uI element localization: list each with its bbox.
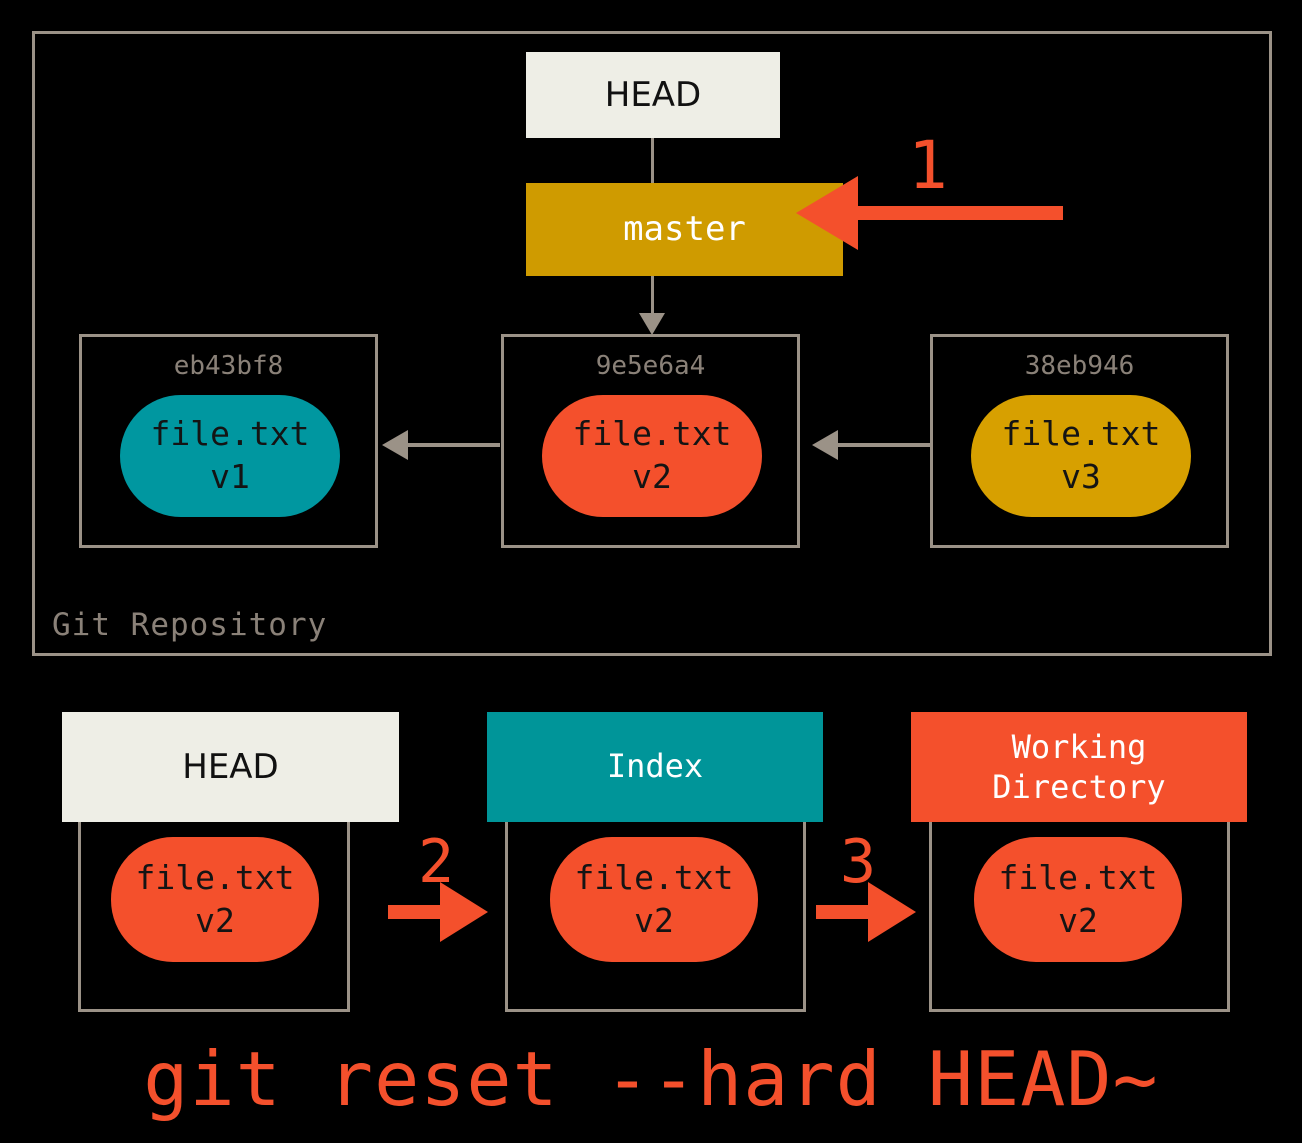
area-blob-filename-working-directory: file.txt: [998, 857, 1158, 897]
master-to-commit-arrowhead: [639, 313, 665, 335]
area-blob-filename-index: file.txt: [574, 857, 734, 897]
area-header-label-index: Index: [606, 747, 704, 786]
area-blob-head: file.txt v2: [111, 837, 319, 962]
area-header-label-working-line1: Working: [1011, 728, 1147, 766]
head-to-master-line: [651, 138, 654, 183]
area-blob-working-directory: file.txt v2: [974, 837, 1182, 962]
area-header-working-directory[interactable]: Working Directory: [911, 712, 1247, 822]
area-header-head[interactable]: HEAD: [62, 712, 399, 822]
git-repository-frame: [32, 31, 1272, 656]
commit-blob-v1: file.txt v1: [120, 395, 340, 517]
commit-blob-version-v2: v2: [632, 457, 672, 496]
step2-number: 2: [418, 827, 455, 897]
master-to-commit-line: [651, 276, 654, 318]
step3-arrow-head: [868, 882, 916, 942]
commit-link-3-to-2-head: [812, 430, 838, 460]
commit-blob-filename-v2: file.txt: [572, 414, 732, 454]
commit-frame-38eb946[interactable]: 38eb946 file.txt v3: [930, 334, 1229, 548]
repo-master-ref-label: master: [623, 209, 746, 250]
repo-master-ref-box[interactable]: master: [526, 183, 843, 276]
commit-link-2-to-1-head: [382, 430, 408, 460]
area-frame-index[interactable]: file.txt v2: [505, 772, 806, 1012]
commit-hash-38eb946: 38eb946: [1024, 351, 1135, 381]
commit-hash-eb43bf8: eb43bf8: [173, 351, 284, 381]
step2-arrow-head: [440, 882, 488, 942]
commit-link-2-to-1-shaft: [408, 443, 500, 447]
area-header-index[interactable]: Index: [487, 712, 823, 822]
commit-blob-filename-v3: file.txt: [1001, 414, 1161, 454]
repo-head-ref-box[interactable]: HEAD: [526, 52, 780, 138]
commit-blob-v2: file.txt v2: [542, 395, 762, 517]
git-repository-label: Git Repository: [46, 607, 334, 643]
step1-arrow-head: [796, 176, 858, 250]
area-frame-working-directory[interactable]: file.txt v2: [929, 772, 1230, 1012]
area-header-label-head: HEAD: [182, 746, 279, 787]
commit-blob-filename-v1: file.txt: [150, 414, 310, 454]
step1-arrow-shaft: [855, 206, 1063, 220]
commit-blob-version-v1: v1: [210, 457, 250, 496]
command-caption: git reset --hard HEAD~: [143, 1035, 1159, 1123]
commit-frame-9e5e6a4[interactable]: 9e5e6a4 file.txt v2: [501, 334, 800, 548]
area-blob-version-head: v2: [195, 900, 235, 940]
step1-number: 1: [908, 127, 948, 204]
area-header-label-working-line2: Directory: [992, 768, 1166, 806]
area-blob-version-index: v2: [634, 900, 674, 940]
commit-hash-9e5e6a4: 9e5e6a4: [595, 351, 706, 381]
repo-head-ref-label: HEAD: [604, 74, 702, 115]
commit-link-3-to-2-shaft: [838, 443, 930, 447]
step3-number: 3: [840, 827, 877, 897]
commit-frame-eb43bf8[interactable]: eb43bf8 file.txt v1: [79, 334, 378, 548]
area-blob-index: file.txt v2: [550, 837, 758, 962]
commit-blob-v3: file.txt v3: [971, 395, 1191, 517]
command-caption-wrap: git reset --hard HEAD~: [0, 1035, 1302, 1123]
area-blob-version-working-directory: v2: [1058, 900, 1098, 940]
area-blob-filename-head: file.txt: [135, 857, 295, 897]
commit-blob-version-v3: v3: [1061, 457, 1101, 496]
